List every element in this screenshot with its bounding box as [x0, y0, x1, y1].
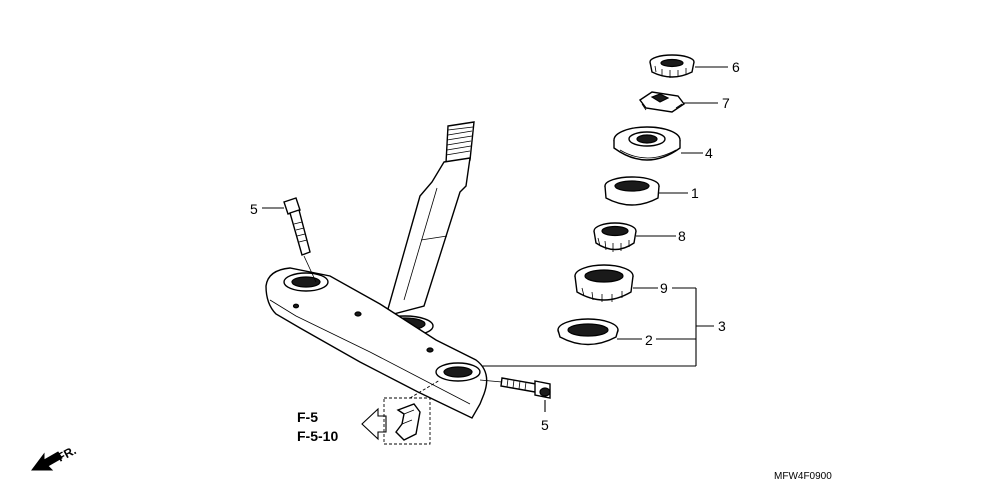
- callout-3: 3: [718, 318, 726, 334]
- part-6-lock-nut: [649, 54, 728, 78]
- figure-code: MFW4F0900: [774, 471, 832, 482]
- callout-1: 1: [691, 185, 699, 201]
- callout-6: 6: [732, 59, 740, 75]
- front-label: FR.: [55, 443, 79, 464]
- callout-7: 7: [722, 95, 730, 111]
- callout-8: 8: [678, 228, 686, 244]
- reference-line-2: F-5-10: [297, 428, 338, 444]
- part-8-upper-bearing: [593, 222, 676, 252]
- front-arrow-icon: [31, 451, 63, 471]
- reference-line-1: F-5: [297, 409, 318, 425]
- clamp-detail: [383, 379, 441, 445]
- part-2-lower-race: [557, 318, 642, 346]
- reference-arrow-icon: [361, 407, 387, 441]
- kit-bracket-3: [462, 287, 714, 367]
- callout-4: 4: [705, 145, 713, 161]
- part-5-bolt-right: [479, 377, 551, 412]
- part-4-adjusting-nut: [613, 126, 703, 161]
- part-9-lower-bearing: [574, 264, 658, 302]
- callout-9: 9: [660, 280, 668, 296]
- part-7-lock-washer: [638, 91, 718, 113]
- part-1-upper-race: [604, 176, 688, 206]
- steering-stem-assembly: [265, 121, 488, 419]
- callout-5-right: 5: [541, 417, 549, 433]
- callout-5-left: 5: [250, 201, 258, 217]
- part-5-bolt-left: [262, 197, 317, 283]
- callout-2: 2: [645, 332, 653, 348]
